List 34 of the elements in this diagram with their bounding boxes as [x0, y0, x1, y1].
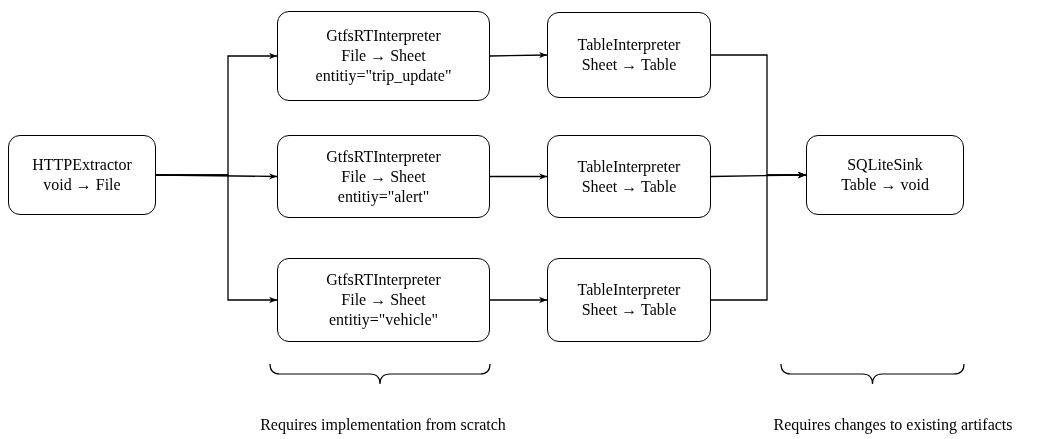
process-box: [277, 135, 490, 218]
node-text: Sheet → Table: [581, 55, 677, 75]
node-text: HTTPExtractor: [32, 155, 132, 175]
process-box: [547, 135, 711, 218]
process-box: [8, 135, 156, 215]
node-text: Table → void: [841, 175, 929, 195]
node-text: Sheet → Table: [581, 176, 677, 197]
process-box: [806, 135, 964, 215]
arrow: [489, 51, 548, 59]
node-text: File → Sheet: [341, 46, 426, 66]
annotation: Requires changes to existing artifacts: [773, 416, 1013, 434]
node-text: TableInterpreter: [577, 156, 681, 177]
arrow: [710, 171, 807, 301]
node-text: SQLiteSink: [847, 155, 923, 175]
node-text: entitiy="vehicle": [328, 310, 439, 330]
node-text: void → File: [43, 175, 121, 195]
node-text: entitiy="trip_update": [315, 66, 452, 86]
node-text: File → Sheet: [341, 290, 426, 310]
node-text: GtfsRTInterpreter: [326, 26, 441, 46]
node-text: Sheet → Table: [581, 300, 677, 320]
arrow: [155, 174, 278, 304]
arrow: [489, 296, 548, 304]
process-box: [277, 258, 490, 342]
node-text: entitiy="alert": [337, 186, 430, 207]
node-text: File → Sheet: [341, 166, 426, 187]
process-box: [547, 12, 711, 98]
process-box: [547, 258, 711, 342]
annotation: Requires implementation from scratch: [260, 416, 506, 434]
node-text: TableInterpreter: [577, 35, 681, 55]
node-text: GtfsRTInterpreter: [326, 270, 441, 290]
node-text: GtfsRTInterpreter: [326, 146, 441, 167]
node-text: TableInterpreter: [577, 280, 681, 300]
arrow: [489, 173, 548, 180]
process-box: [277, 11, 490, 101]
